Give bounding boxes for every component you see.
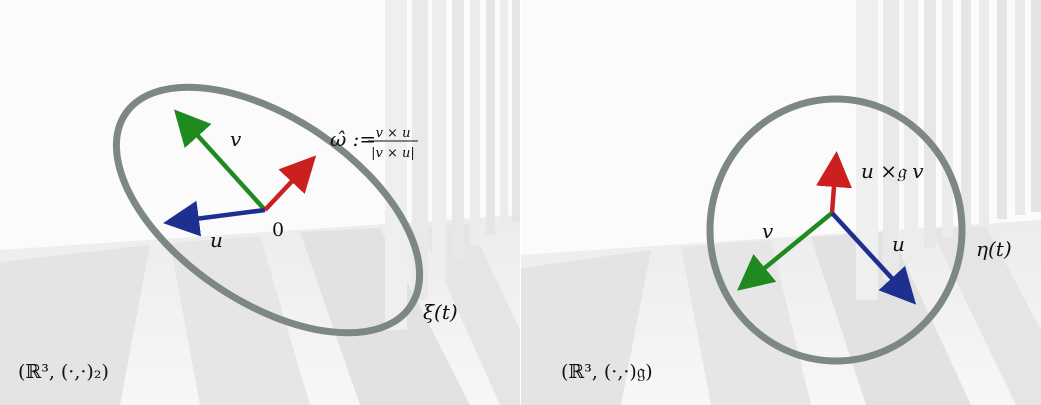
label-omega: ω̂ := bbox=[330, 127, 376, 151]
vector-v-arrow bbox=[737, 211, 834, 291]
label-omega-numerator: v × u bbox=[376, 126, 411, 141]
label-v: v bbox=[230, 127, 242, 151]
label-space-left: (ℝ³, (·,·)₂) bbox=[18, 361, 109, 383]
label-eta: η(t) bbox=[976, 237, 1012, 261]
label-u: u bbox=[892, 232, 905, 256]
left-scene: v u 0 ω̂ := v × u |v × u| ξ(t) (ℝ³, (·,·… bbox=[0, 0, 520, 405]
right-panel: u ×𝔤 v v u η(t) (ℝ³, (·,·)𝔤) bbox=[521, 0, 1041, 405]
label-u: u bbox=[210, 228, 223, 252]
label-v: v bbox=[762, 219, 774, 243]
ring-eta bbox=[706, 95, 966, 365]
label-space-right: (ℝ³, (·,·)𝔤) bbox=[561, 361, 653, 383]
vector-u-arrow bbox=[163, 200, 266, 237]
left-panel: v u 0 ω̂ := v × u |v × u| ξ(t) (ℝ³, (·,·… bbox=[0, 0, 520, 405]
vector-u-arrow bbox=[830, 211, 917, 305]
label-omega-denominator: |v × u| bbox=[371, 146, 415, 161]
vector-cross-arrow bbox=[816, 151, 852, 214]
background-scene bbox=[521, 0, 1041, 405]
ring-xi bbox=[112, 83, 424, 337]
vector-omega-arrow bbox=[263, 155, 317, 212]
right-scene: u ×𝔤 v v u η(t) (ℝ³, (·,·)𝔤) bbox=[521, 0, 1041, 405]
label-cross: u ×𝔤 v bbox=[861, 159, 924, 183]
vector-v-arrow bbox=[173, 109, 267, 212]
label-origin: 0 bbox=[272, 219, 284, 241]
label-xi: ξ(t) bbox=[423, 300, 458, 324]
